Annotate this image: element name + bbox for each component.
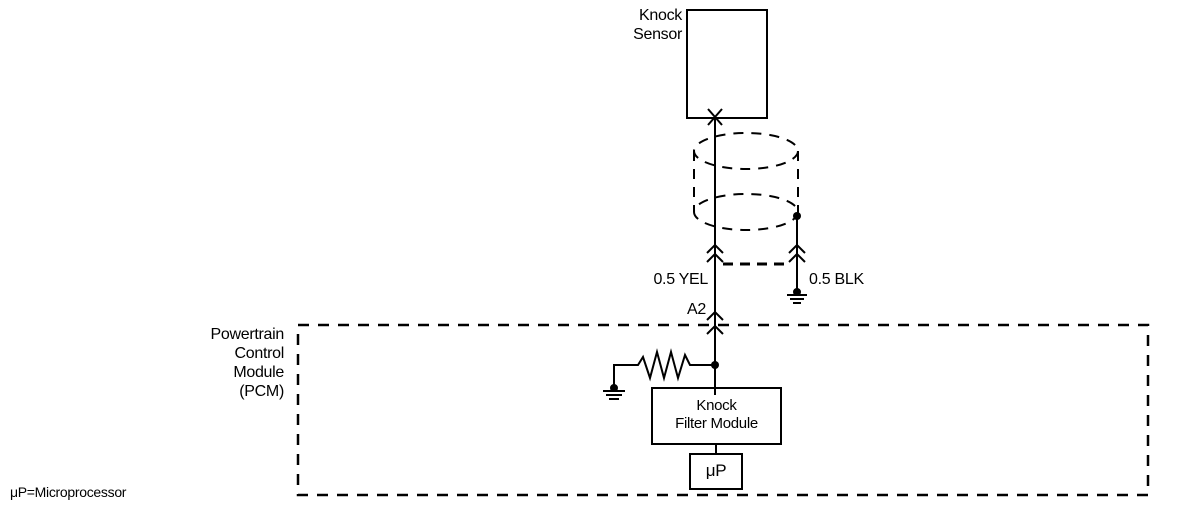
yel-wire-label: 0.5 YEL: [653, 271, 708, 288]
knock-sensor-box: [686, 9, 768, 119]
knock-filter-module-label: Knock Filter Module: [652, 397, 781, 433]
resistor-icon: [613, 348, 715, 387]
connector-pin-label: A2: [687, 301, 706, 318]
knock-sensor-label-line1: Knock: [639, 7, 682, 24]
pcm-label-line2: Control: [234, 345, 285, 362]
microprocessor-box: [689, 453, 743, 490]
ground-icon: [787, 288, 807, 304]
shield-icon: [693, 132, 799, 231]
connector-chevron-icon: [706, 243, 806, 335]
legend-microprocessor: μP=Microprocessor: [10, 484, 127, 500]
knock-sensor-label: Knock Sensor: [600, 6, 682, 44]
pcm-label-line3: Module: [233, 364, 284, 381]
knock-sensor-label-line2: Sensor: [633, 26, 682, 43]
blk-wire-label: 0.5 BLK: [809, 271, 864, 288]
knock-filter-module-label-line2: Filter Module: [675, 415, 758, 432]
microprocessor-label: μP: [705, 461, 727, 480]
ground-icon: [603, 384, 625, 400]
pcm-label-line1: Powertrain: [210, 326, 285, 343]
pcm-label-line4: (PCM): [239, 383, 284, 400]
knock-filter-module-label-line1: Knock: [696, 397, 737, 414]
pcm-boundary: [296, 323, 1150, 497]
pcm-label: Powertrain Control Module (PCM): [160, 325, 285, 401]
